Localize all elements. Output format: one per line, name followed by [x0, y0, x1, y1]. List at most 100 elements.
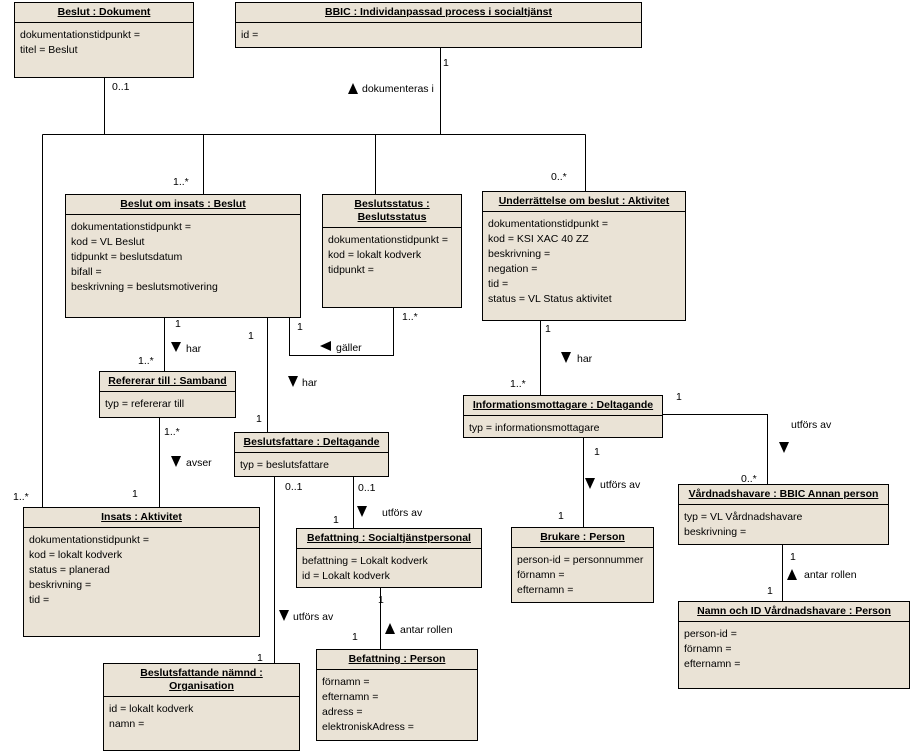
arrow-up-antar-b — [787, 569, 797, 580]
class-attribute: dokumentationstidpunkt = — [71, 221, 191, 233]
class-attribute: kod = lokalt kodverk — [328, 249, 422, 261]
class-beslutsstatus: Beslutsstatus :Beslutsstatus dokumentatio… — [322, 194, 462, 308]
class-attribute: efternamn = — [684, 658, 741, 670]
label-utfors-av-d: utförs av — [293, 611, 334, 623]
class-attribute: person-id = personnummer — [517, 554, 644, 566]
class-title-line: Organisation — [169, 680, 234, 692]
class-attributes: typ = informationsmottagare — [464, 416, 662, 436]
class-title: Informationsmottagare : Deltagande — [464, 396, 662, 416]
mult-refererar-1-n-top: 1..* — [138, 355, 154, 367]
mult-beslutsstatus-1-n: 1..* — [402, 311, 418, 323]
class-title-line: Beslutsfattare : Deltagande — [243, 436, 380, 448]
class-attributes: typ = VL Vårdnadshavare beskrivning = — [679, 505, 888, 540]
class-attributes: dokumentationstidpunkt = titel = Beslut — [15, 23, 193, 58]
class-attribute: elektroniskAdress = — [322, 721, 414, 733]
class-attribute: typ = informationsmottagare — [469, 422, 600, 434]
class-attributes: id = — [236, 23, 641, 43]
mult-namn-id-1: 1 — [767, 585, 773, 597]
class-title: Befattning : Person — [317, 650, 477, 670]
label-har-a: har — [186, 343, 202, 355]
class-beslut: Beslut : Dokument dokumentationstidpunkt … — [14, 2, 194, 78]
class-attribute: dokumentationstidpunkt = — [328, 234, 448, 246]
class-title: Brukare : Person — [512, 528, 653, 548]
arrow-up-dokumenteras — [348, 83, 358, 94]
class-attribute: typ = VL Vårdnadshavare — [684, 511, 803, 523]
class-title-line: Brukare : Person — [540, 531, 625, 543]
mult-informationsmottagare-1-n: 1..* — [510, 378, 526, 390]
class-title-line: Vårdnadshavare : BBIC Annan person — [688, 488, 879, 500]
class-attributes: person-id =förnamn =efternamn = — [679, 622, 909, 672]
class-attribute: status = VL Status aktivitet — [488, 293, 612, 305]
class-title-line: Underrättelse om beslut : Aktivitet — [498, 195, 670, 207]
mult-befattning-person-1: 1 — [352, 631, 358, 643]
class-attribute: efternamn = — [322, 691, 379, 703]
class-attributes: dokumentationstidpunkt =kod = lokalt kod… — [24, 528, 259, 608]
class-title: Vårdnadshavare : BBIC Annan person — [679, 485, 888, 505]
class-attribute: förnamn = — [322, 676, 370, 688]
line-galler — [289, 308, 394, 356]
mult-beslutsfattare-0-1-b: 0..1 — [358, 482, 376, 494]
mult-refererar-1-n-bottom: 1..* — [164, 426, 180, 438]
class-attributes: typ = beslutsfattare — [235, 453, 388, 473]
class-title-line: Beslutsstatus — [357, 211, 427, 223]
class-title: Underrättelse om beslut : Aktivitet — [483, 192, 685, 212]
mult-befattning-soc-1-bottom: 1 — [378, 594, 384, 606]
class-vardnadshavare: Vårdnadshavare : BBIC Annan person typ = … — [678, 484, 889, 545]
class-attribute: beskrivning = beslutsmotivering — [71, 281, 218, 293]
class-attribute: tid = — [488, 278, 509, 290]
class-title-line: Beslut : Dokument — [57, 6, 151, 18]
label-antar-rollen-a: antar rollen — [400, 624, 453, 636]
class-title-line: Beslutsstatus : — [354, 198, 430, 210]
mult-beslutsfattare-1: 1 — [256, 413, 262, 425]
mult-beslut-insats-1-a: 1 — [175, 318, 181, 330]
class-attribute: beskrivning = — [684, 526, 747, 538]
class-attribute: kod = VL Beslut — [71, 236, 145, 248]
class-attributes: förnamn = efternamn = adress = elektroniskA… — [317, 670, 477, 735]
class-attribute: id = Lokalt kodverk — [302, 570, 390, 582]
class-attribute: beskrivning = — [488, 248, 551, 260]
class-title: Insats : Aktivitet — [24, 508, 259, 528]
class-beslutsfattare: Beslutsfattare : Deltagande typ = besluts… — [234, 432, 389, 477]
class-attribute: adress = — [322, 706, 363, 718]
class-title-line: BBIC : Individanpassad process i socialt… — [325, 6, 552, 18]
label-galler: gäller — [336, 342, 362, 354]
class-title-line: Befattning : Person — [348, 653, 446, 665]
class-title-line: Informationsmottagare : Deltagande — [472, 399, 654, 411]
arrow-down-utfors-a — [779, 442, 789, 453]
label-har-b: har — [302, 377, 318, 389]
class-attribute: dokumentationstidpunkt = — [29, 534, 149, 546]
class-title-line: Beslutsfattande nämnd : — [140, 667, 263, 679]
label-avser: avser — [186, 457, 212, 469]
class-attribute: dokumentationstidpunkt = — [20, 29, 140, 41]
class-attribute: tid = — [29, 594, 50, 606]
label-dokumenteras-i: dokumenteras i — [362, 83, 434, 95]
class-attribute: efternamn = — [517, 584, 574, 596]
class-title: BBIC : Individanpassad process i socialt… — [236, 3, 641, 23]
class-befattning-socialtjanstpersonal: Befattning : Socialtjänstpersonal befattn… — [296, 528, 482, 588]
class-attribute: titel = Beslut — [20, 44, 78, 56]
arrow-up-antar-a — [385, 623, 395, 634]
mult-insats-1: 1 — [132, 488, 138, 500]
class-title: Befattning : Socialtjänstpersonal — [297, 529, 481, 549]
label-utfors-av-a: utförs av — [791, 419, 832, 431]
mult-underrattelse-1: 1 — [545, 323, 551, 335]
class-befattning-person: Befattning : Person förnamn = efternamn = a… — [316, 649, 478, 741]
class-attribute: typ = refererar till — [105, 398, 185, 410]
class-attribute: bifall = — [71, 266, 102, 278]
class-title: Beslut : Dokument — [15, 3, 193, 23]
line-info-vard — [662, 414, 768, 484]
class-title-line: Befattning : Socialtjänstpersonal — [307, 532, 471, 544]
mult-vardnadshavare-1: 1 — [790, 551, 796, 563]
label-utfors-av-b: utförs av — [600, 479, 641, 491]
mult-beslut-om-insats-1-n: 1..* — [173, 176, 189, 188]
